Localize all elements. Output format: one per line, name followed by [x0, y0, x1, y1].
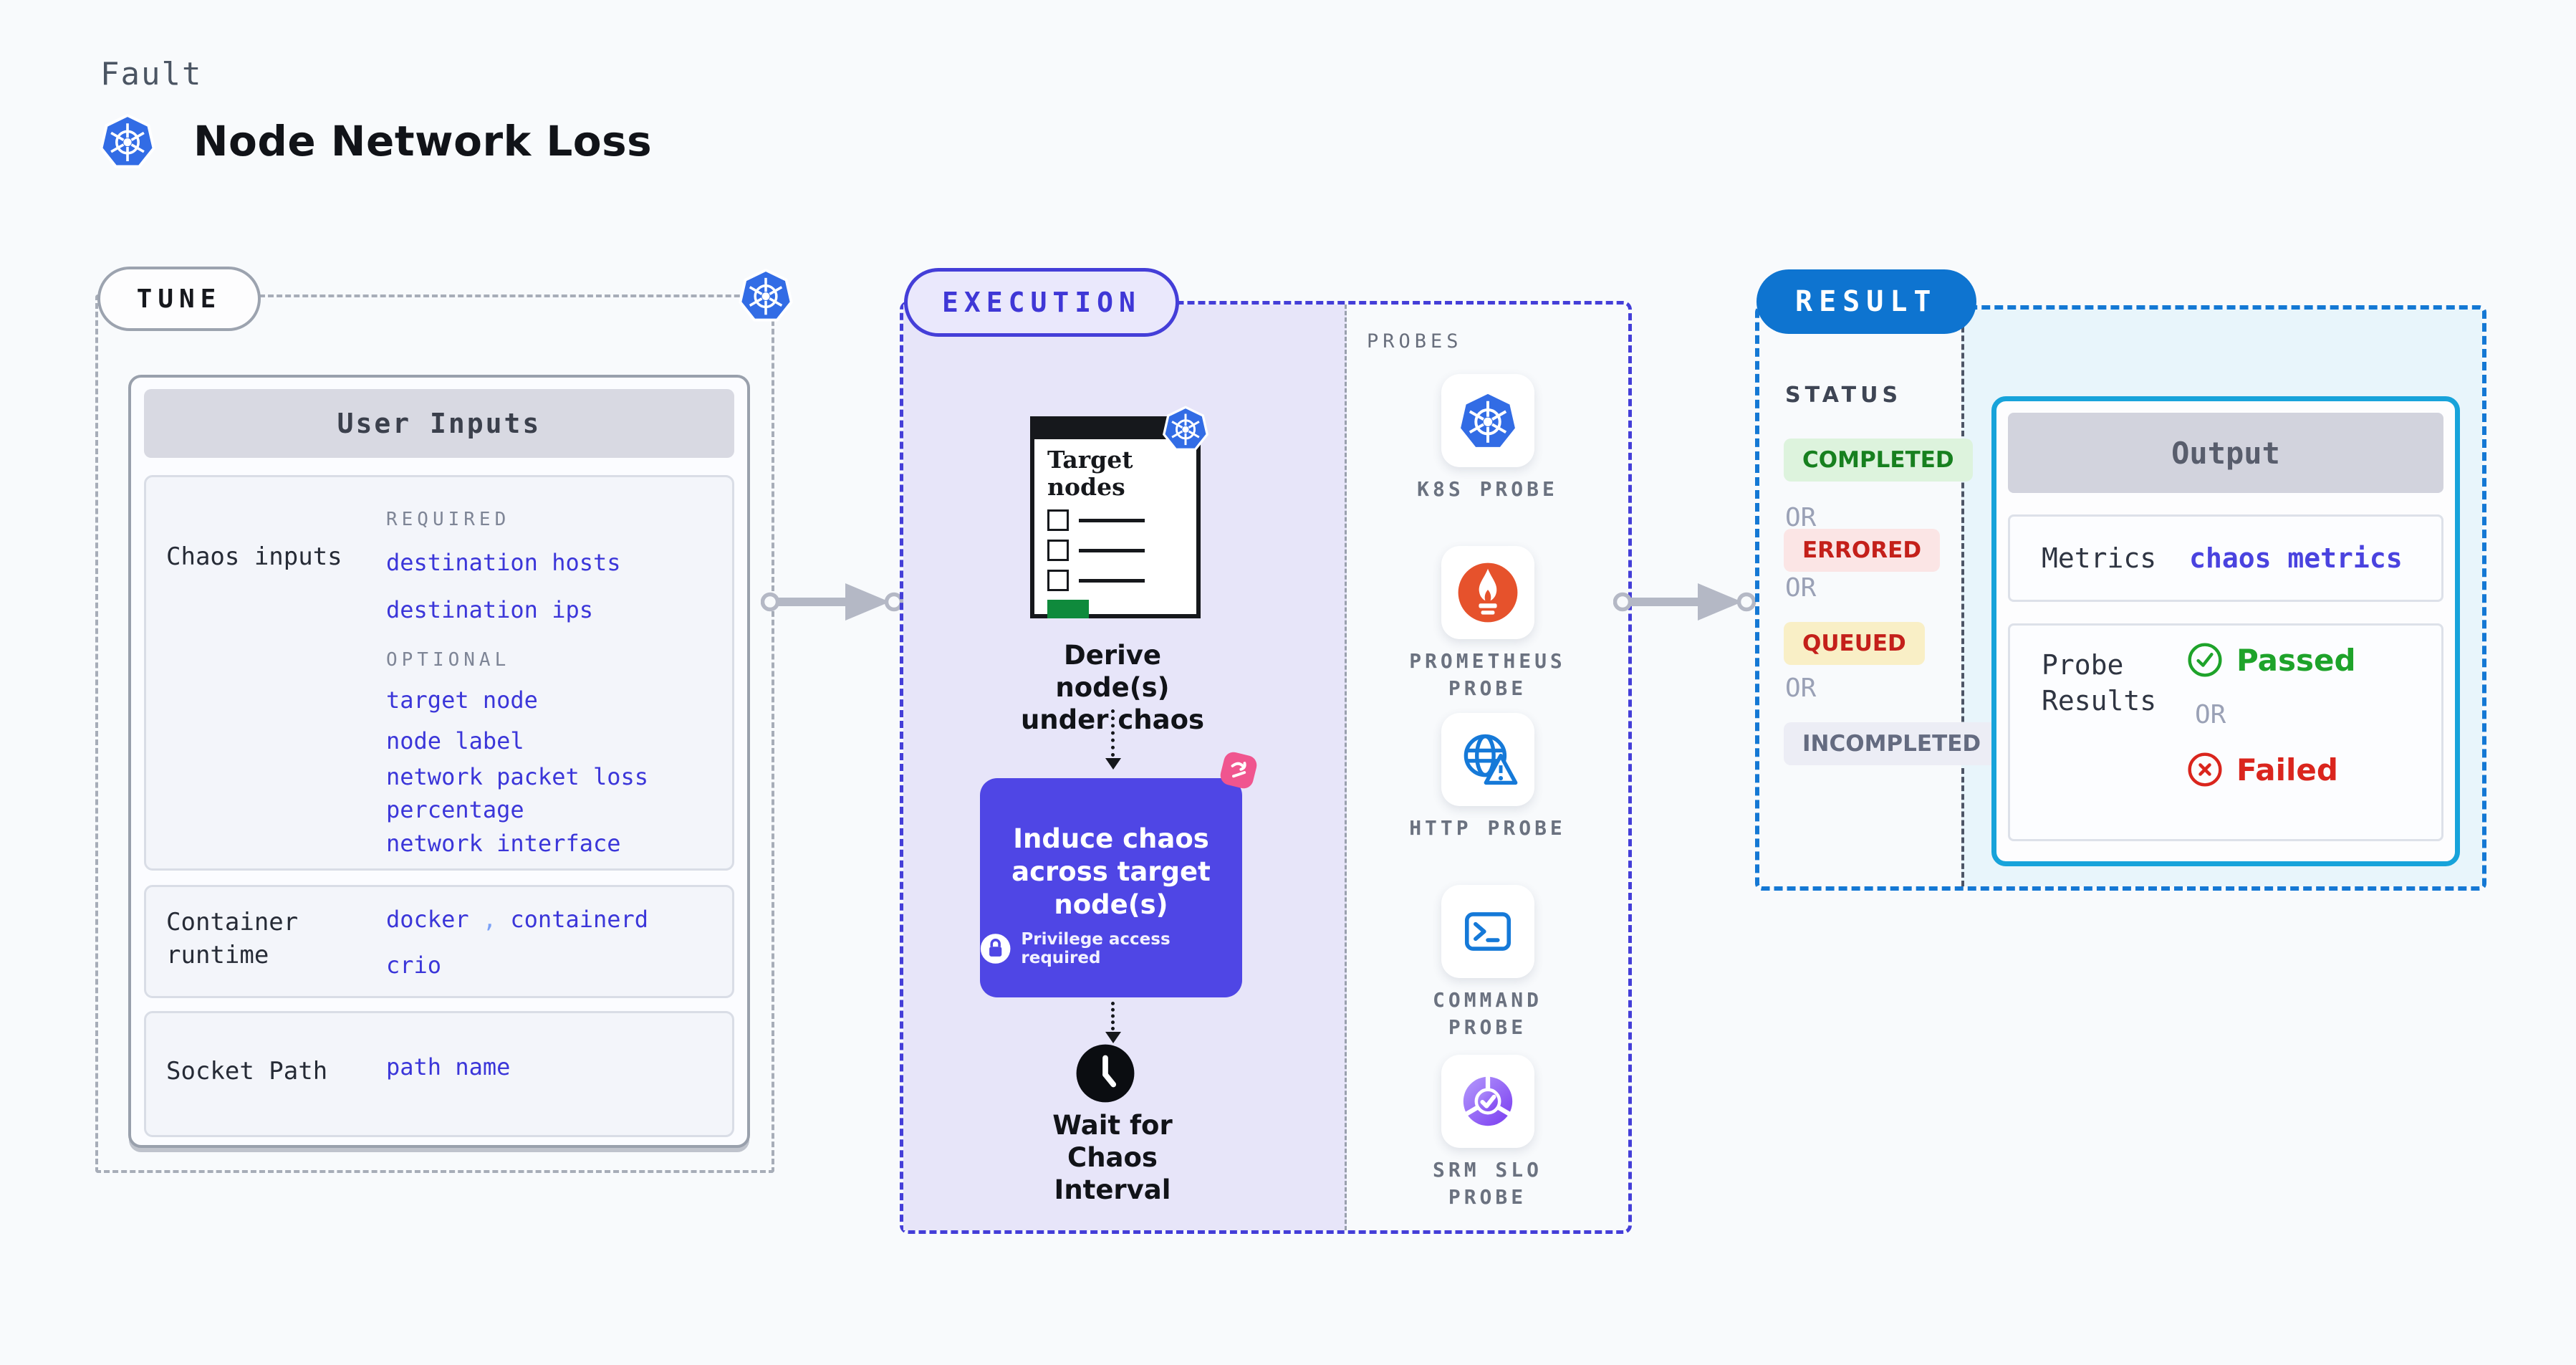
page-title: Node Network Loss	[193, 117, 653, 166]
comma-separator: ,	[482, 906, 497, 933]
metrics-label: Metrics	[2042, 542, 2157, 574]
kubernetes-icon	[100, 114, 155, 168]
input-network-interface: network interface	[386, 830, 621, 857]
command-probe-icon	[1441, 885, 1534, 978]
http-probe-icon	[1441, 713, 1534, 806]
input-target-node: target node	[386, 686, 538, 714]
output-card: Output Metrics chaos metrics Probe Resul…	[1991, 396, 2460, 866]
lock-icon	[980, 934, 1011, 964]
required-heading: REQUIRED	[386, 509, 511, 530]
tune-section-box	[95, 294, 774, 1173]
prometheus-probe-icon	[1441, 546, 1534, 639]
checkbox-row	[1047, 540, 1196, 561]
container-runtime-values: docker , containerd	[386, 903, 716, 936]
privilege-note: Privilege access required	[1021, 930, 1171, 967]
input-network-packet-loss-percentage: network packet loss percentage	[386, 763, 649, 823]
check-circle-icon	[2188, 643, 2222, 677]
chaos-inputs-row: Chaos inputs REQUIRED destination hosts …	[144, 475, 734, 871]
wait-chaos-caption: Wait for Chaos Interval	[1052, 1110, 1173, 1205]
chaos-pink-badge-icon	[1220, 752, 1257, 789]
target-nodes-caption: Target nodes	[1047, 446, 1133, 501]
container-runtime-label: Container runtime	[166, 908, 299, 969]
arrow-execution-to-result-icon	[1613, 578, 1756, 626]
progress-bar	[1047, 600, 1089, 618]
user-inputs-card: User Inputs Chaos inputs REQUIRED destin…	[128, 375, 750, 1148]
value-path-name: path name	[386, 1053, 511, 1081]
dotted-connector	[1111, 1002, 1115, 1030]
x-circle-icon	[2188, 752, 2222, 787]
socket-path-row: Socket Path path name	[144, 1011, 734, 1137]
probes-heading: PROBES	[1367, 330, 1463, 353]
value-docker: docker	[386, 906, 469, 933]
fault-eyebrow: Fault	[100, 56, 203, 92]
value-crio: crio	[386, 952, 442, 979]
execution-section-pill: EXECUTION	[904, 268, 1179, 337]
chaos-inputs-label: Chaos inputs	[166, 542, 342, 571]
checkbox-line	[1079, 578, 1145, 583]
probe-results-label: Probe Results	[2042, 649, 2157, 717]
or-separator: OR	[1785, 674, 1817, 703]
arrow-down-icon	[1105, 1032, 1121, 1043]
status-badge-completed: COMPLETED	[1784, 439, 1973, 482]
kubernetes-icon	[739, 268, 793, 322]
probe-label: K8S PROBE	[1417, 477, 1558, 501]
metrics-value: chaos metrics	[2189, 542, 2403, 574]
status-badge-errored: ERRORED	[1784, 529, 1941, 572]
or-separator: OR	[1785, 573, 1817, 603]
probe-item-k8s: K8S PROBE	[1347, 374, 1628, 503]
input-node-label: node label	[386, 727, 524, 755]
status-heading: STATUS	[1785, 383, 1903, 408]
kubernetes-icon	[1163, 406, 1208, 451]
probe-results-values: Passed OR Failed	[2186, 641, 2356, 788]
probe-item-http: HTTP PROBE	[1347, 713, 1628, 842]
checkbox-row	[1047, 509, 1196, 531]
status-badge-queued: QUEUED	[1784, 622, 1925, 665]
checkbox-icon	[1047, 570, 1069, 591]
dotted-connector	[1111, 709, 1115, 757]
checkbox-row	[1047, 570, 1196, 591]
induce-chaos-card: Induce chaos across target node(s) Privi…	[980, 778, 1242, 997]
passed-label: Passed	[2236, 642, 2356, 678]
checkbox-icon	[1047, 540, 1069, 561]
optional-heading: OPTIONAL	[386, 649, 511, 671]
status-badge-incompleted: INCOMPLETED	[1784, 722, 2000, 765]
probe-label: HTTP PROBE	[1409, 816, 1566, 840]
arrow-down-icon	[1105, 758, 1121, 770]
checkbox-line	[1079, 518, 1145, 522]
tune-section-pill: TUNE	[97, 267, 261, 331]
or-separator: OR	[1785, 503, 1817, 532]
k8s-probe-icon	[1441, 374, 1534, 467]
or-separator: OR	[2195, 700, 2226, 729]
input-destination-ips: destination ips	[386, 596, 593, 623]
checkbox-line	[1079, 548, 1145, 552]
srm-slo-probe-icon	[1441, 1055, 1534, 1148]
user-inputs-title: User Inputs	[144, 389, 734, 458]
value-containerd: containerd	[510, 906, 649, 933]
failed-label: Failed	[2236, 752, 2338, 787]
container-runtime-row: Container runtime docker , containerd cr…	[144, 885, 734, 998]
target-nodes-window-icon: Target nodes	[1030, 416, 1201, 618]
induce-chaos-caption: Induce chaos across target node(s)	[1011, 823, 1211, 920]
checkbox-icon	[1047, 509, 1069, 531]
socket-path-label: Socket Path	[166, 1057, 328, 1086]
output-title: Output	[2008, 413, 2443, 493]
probe-results-row: Probe Results Passed OR Failed	[2008, 623, 2443, 841]
arrow-tune-to-execution-icon	[761, 578, 904, 626]
result-section-pill: RESULT	[1756, 269, 1976, 334]
input-destination-hosts: destination hosts	[386, 549, 621, 576]
privilege-row: Privilege access required	[980, 930, 1242, 967]
clock-icon	[1076, 1044, 1135, 1103]
metrics-row: Metrics chaos metrics	[2008, 514, 2443, 602]
